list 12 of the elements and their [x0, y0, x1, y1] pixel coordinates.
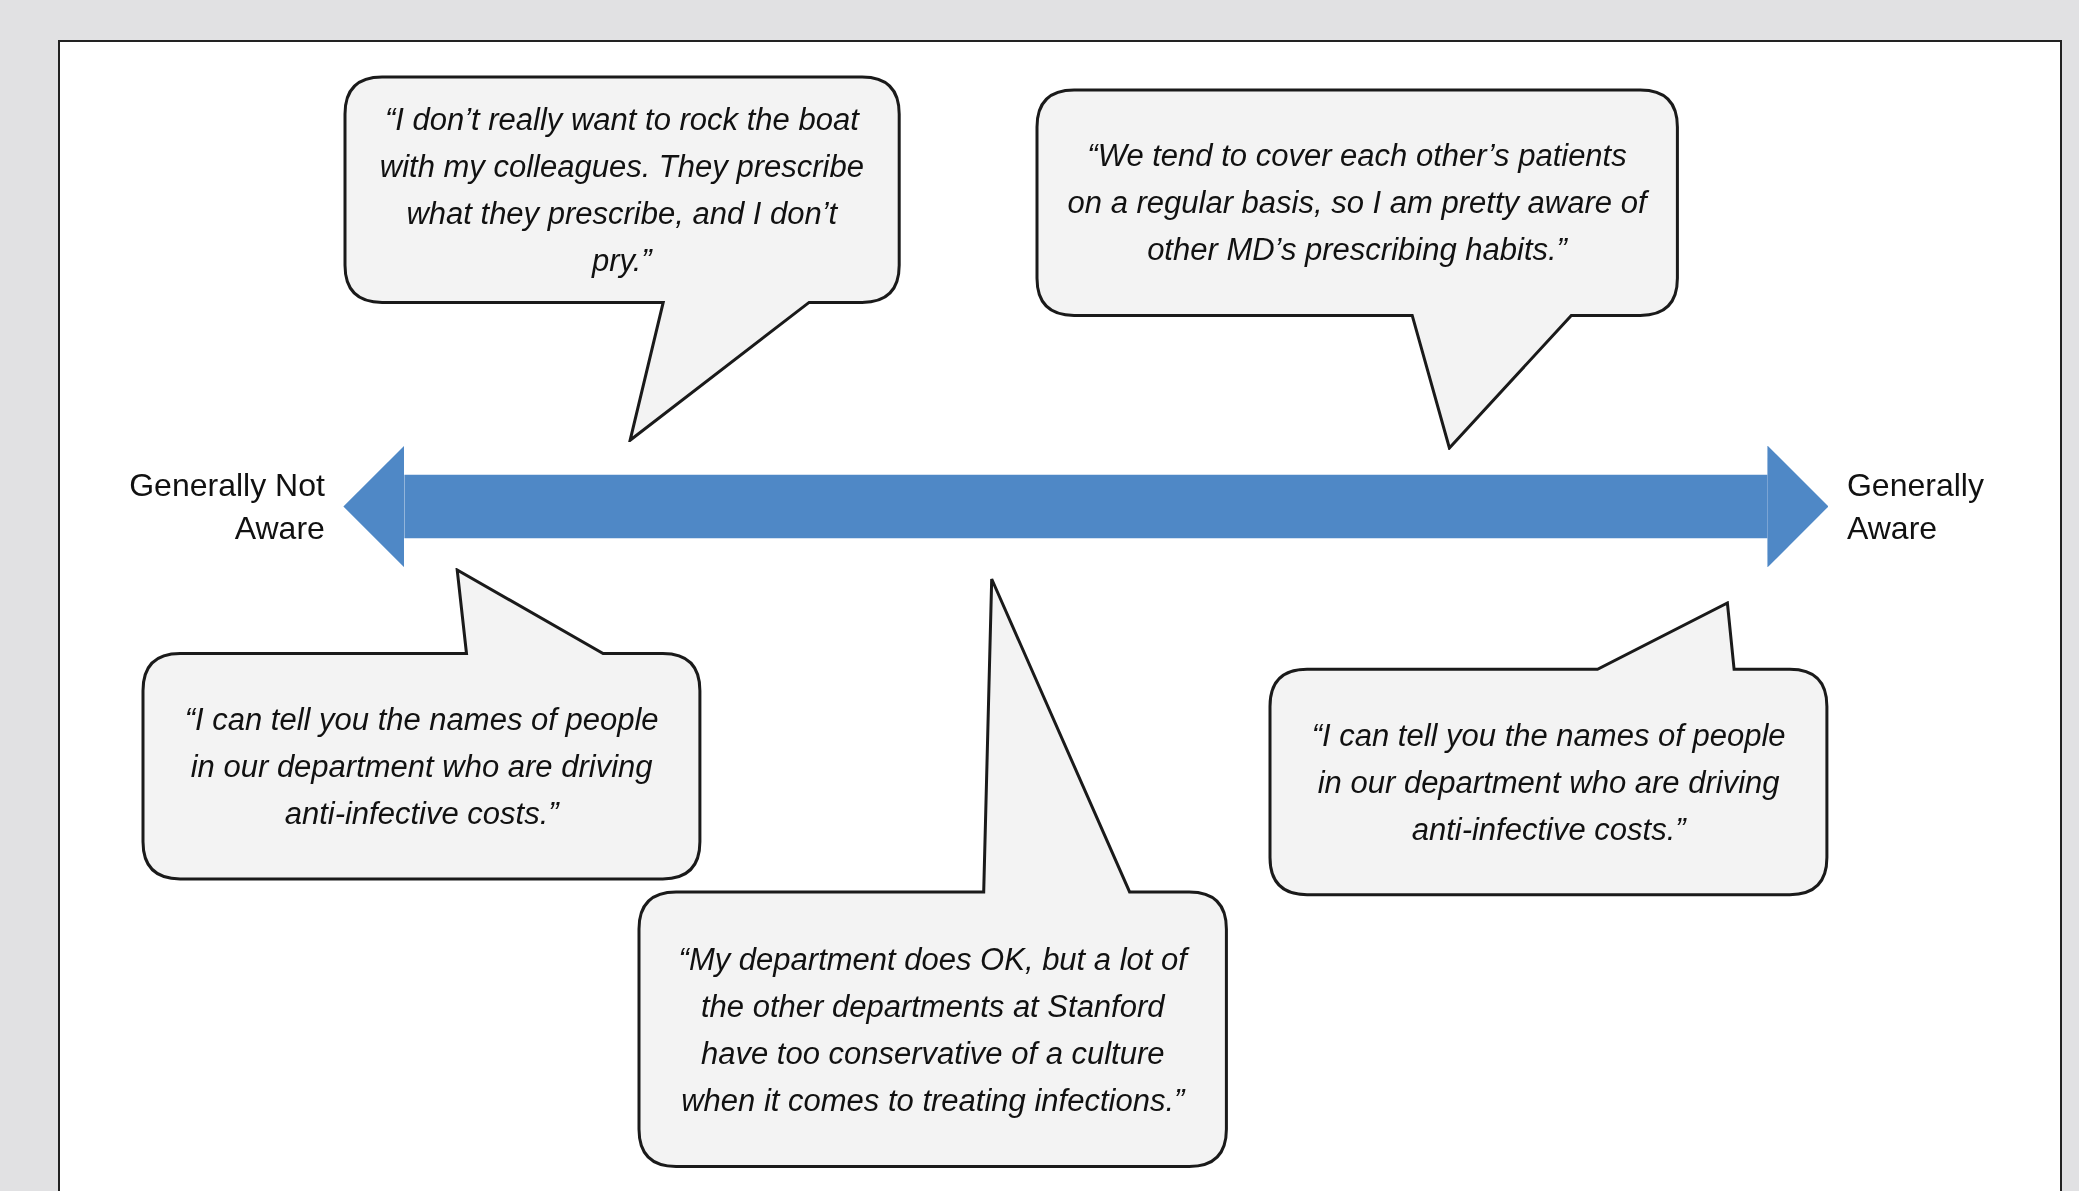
speech-bubble: [1268, 601, 1830, 897]
quote-text: “I can tell you the names of people in our department who are driving anti-infective costs.”: [183, 700, 660, 833]
axis-end-label: Generally Aware: [1846, 464, 2046, 551]
quote-text: “We tend to cover each other’s patients on a regular basis, so I am pretty aware of other MD’s prescribing habits.”: [1066, 102, 1648, 304]
speech-bubble: [1034, 88, 1680, 451]
axis-end-label: Generally Not Aware: [79, 464, 325, 551]
double-arrow: [343, 445, 1829, 568]
quote-text: “I can tell you the names of people in our department who are driving anti-infective costs.”: [1310, 716, 1787, 849]
quote-text: “I don’t really want to rock the boat with my colleagues. They prescribe what they prescribe, and I don’t pry.”: [378, 100, 865, 280]
speech-bubble: [342, 74, 901, 443]
speech-bubble: [141, 568, 703, 882]
quote-text: “My department does OK, but a lot of the other departments at Stanford have too conservative of a culture when it comes to treating infections.”: [669, 904, 1197, 1155]
